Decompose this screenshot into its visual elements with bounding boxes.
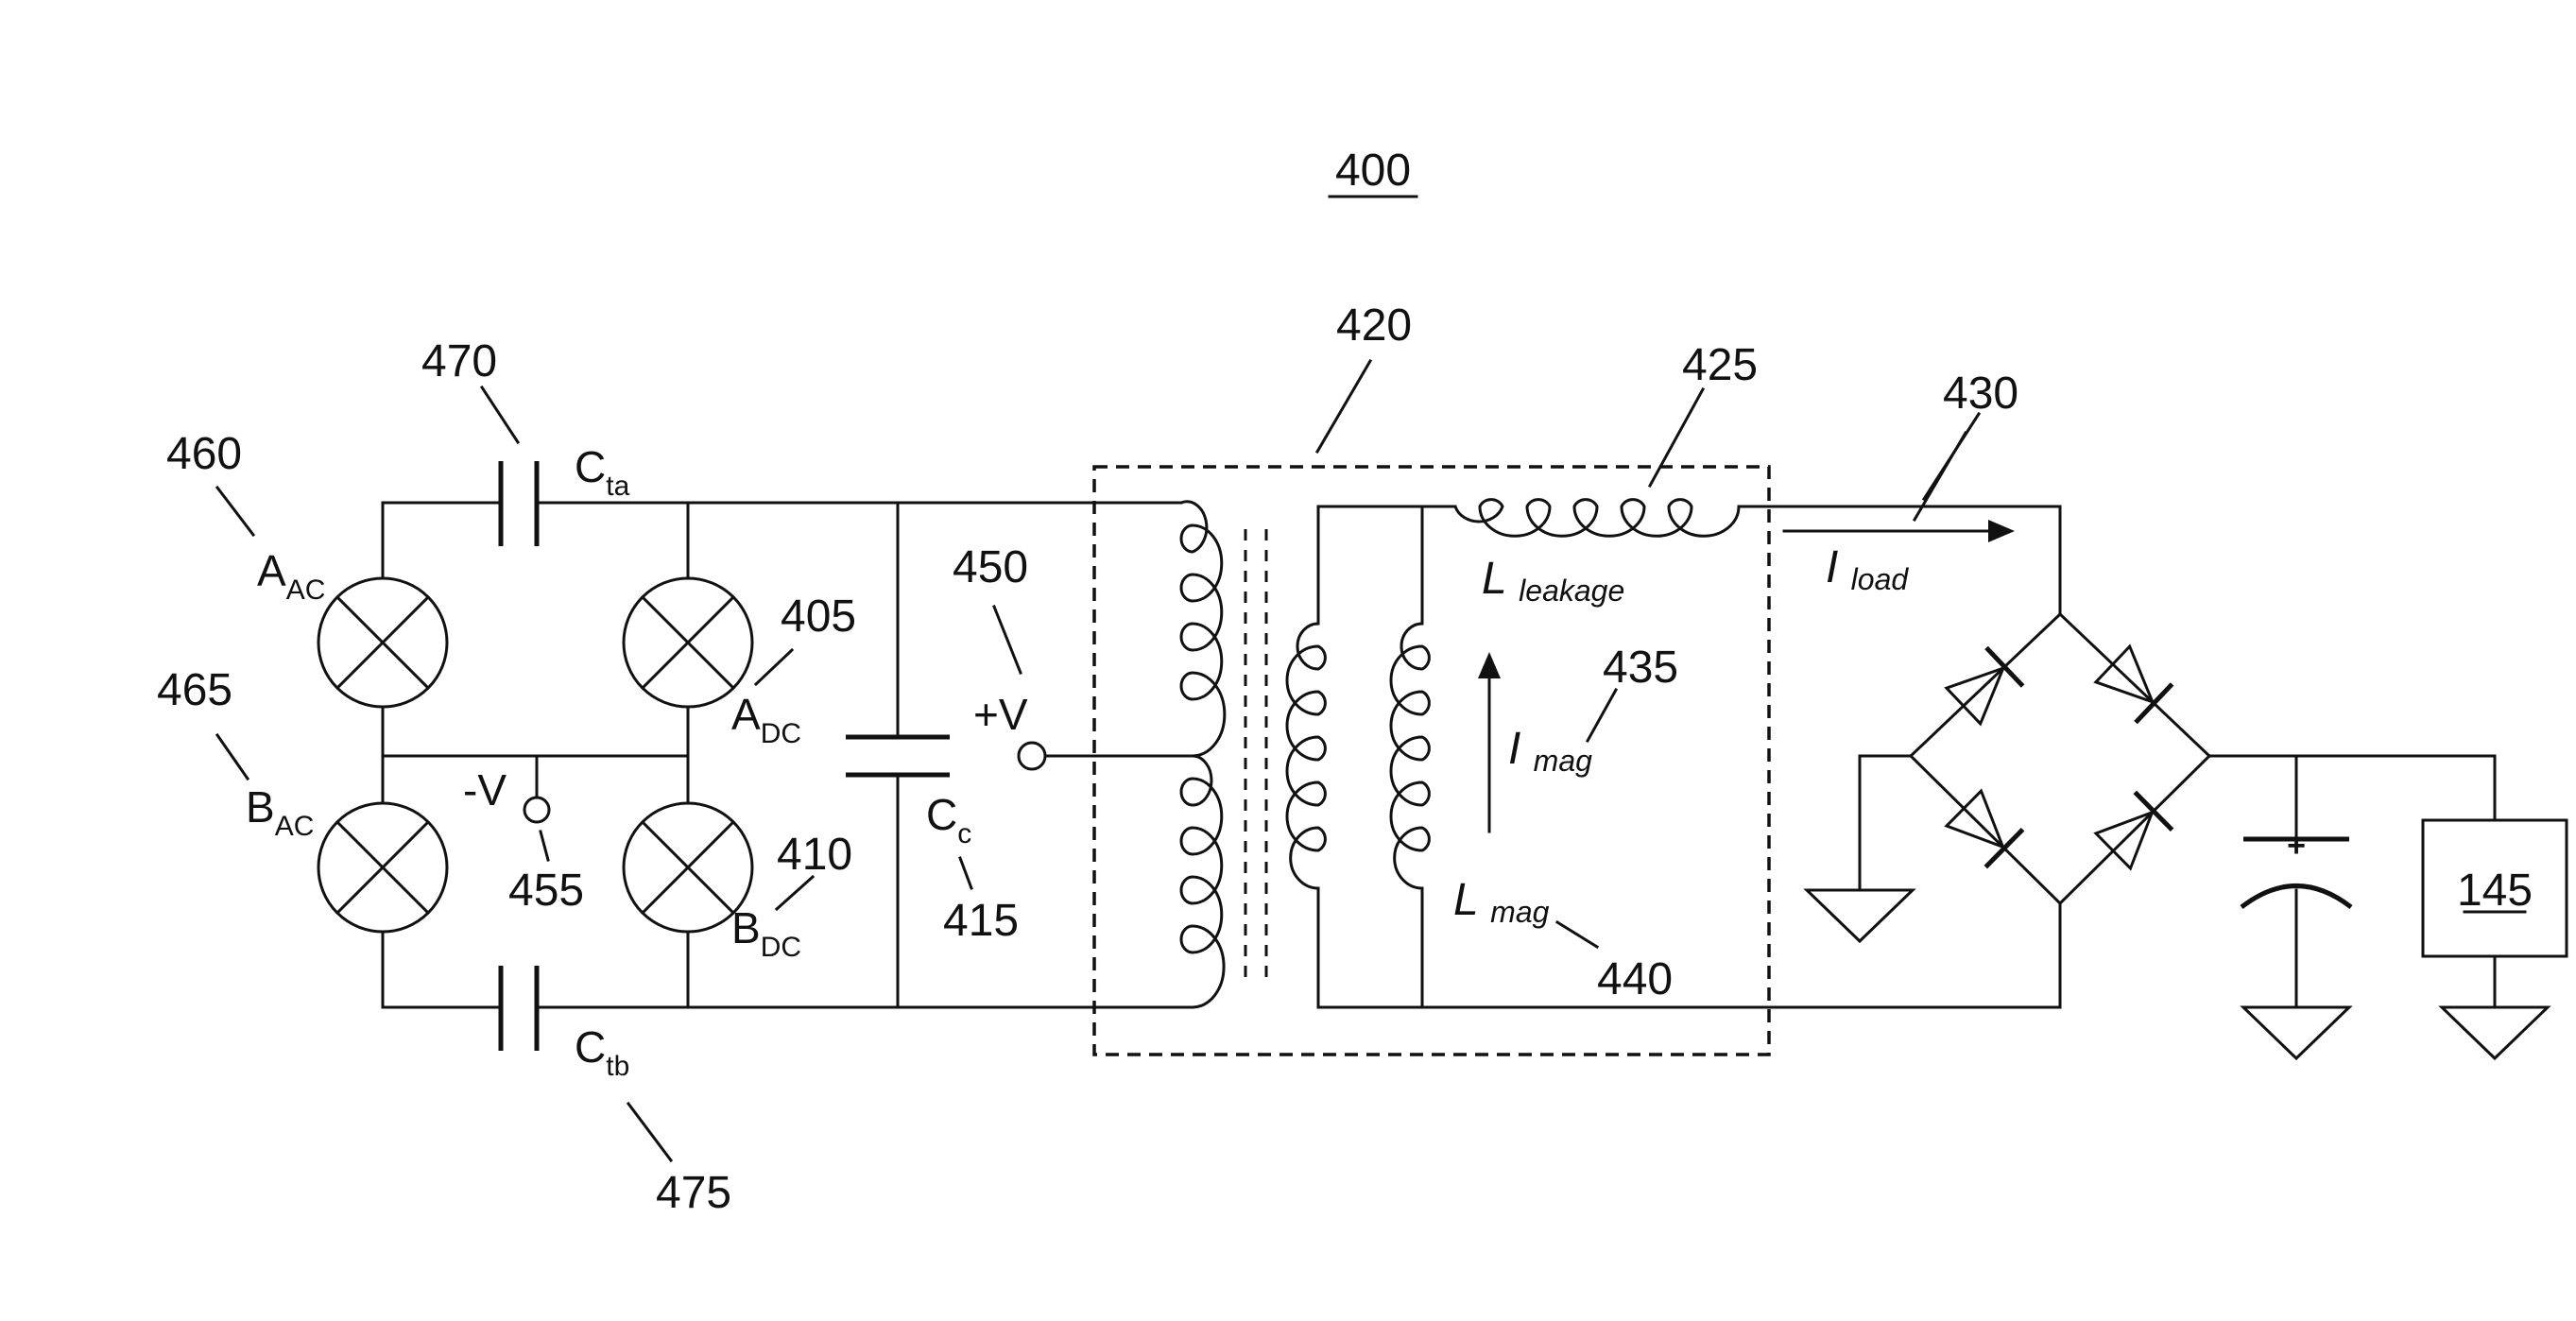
load-box-label: 145 (2457, 866, 2533, 916)
output-cap-polarity: + (2287, 828, 2306, 864)
ground-symbol-capacitor (2243, 1007, 2349, 1058)
ref-425: 425 (1682, 340, 1758, 390)
ref-415: 415 (943, 896, 1019, 946)
switch-a-dc (624, 578, 752, 707)
label-b-ac: BAC (246, 782, 314, 842)
label-neg-v: -V (463, 765, 507, 815)
label-l-mag: L mag (1453, 875, 1550, 929)
secondary-winding (1287, 624, 1325, 888)
leakage-inductor (1455, 500, 1739, 537)
pos-v-terminal (1019, 743, 1045, 769)
label-i-mag: I mag (1508, 724, 1592, 778)
ref-410: 410 (777, 830, 852, 880)
ref-430: 430 (1943, 369, 2018, 419)
capacitor-cta (501, 461, 537, 546)
neg-v-terminal (524, 798, 549, 822)
ref-460: 460 (166, 429, 242, 479)
magnetizing-inductor (1391, 624, 1429, 888)
label-i-load: I load (1826, 542, 1909, 596)
iload-arrow (1784, 520, 2015, 542)
switch-b-ac (318, 803, 447, 932)
label-l-leakage: L leakage (1482, 554, 1624, 608)
ref-455: 455 (508, 866, 584, 916)
ground-symbol-bridge (1807, 890, 1913, 941)
rectifier-bridge (1860, 506, 2495, 1007)
label-c-tb: Ctb (575, 1022, 629, 1082)
label-pos-v: +V (973, 690, 1028, 739)
capacitor-ctb (501, 966, 537, 1051)
capacitor-cc (846, 737, 950, 775)
ref-405: 405 (781, 592, 856, 642)
figure-number: 400 (1335, 146, 1411, 196)
switch-a-ac (318, 578, 447, 707)
label-b-dc: BDC (731, 903, 801, 963)
primary-winding (1181, 502, 1225, 1007)
ref-465: 465 (157, 665, 232, 715)
ref-475: 475 (656, 1168, 731, 1218)
ref-470: 470 (421, 336, 497, 386)
imag-arrow (1478, 652, 1501, 832)
label-a-dc: ADC (731, 690, 801, 749)
label-c-c: Cc (926, 790, 971, 849)
ref-420: 420 (1336, 300, 1412, 351)
ground-symbol-load (2442, 1007, 2548, 1058)
secondary-frame (1318, 506, 2060, 1007)
ref-440: 440 (1597, 954, 1673, 1004)
label-c-ta: Cta (575, 442, 630, 502)
ref-435: 435 (1603, 643, 1678, 693)
ref-450: 450 (953, 542, 1028, 592)
label-a-ac: AAC (257, 546, 325, 606)
leader-420 (1317, 361, 1370, 452)
leader-430 (1924, 414, 1979, 499)
